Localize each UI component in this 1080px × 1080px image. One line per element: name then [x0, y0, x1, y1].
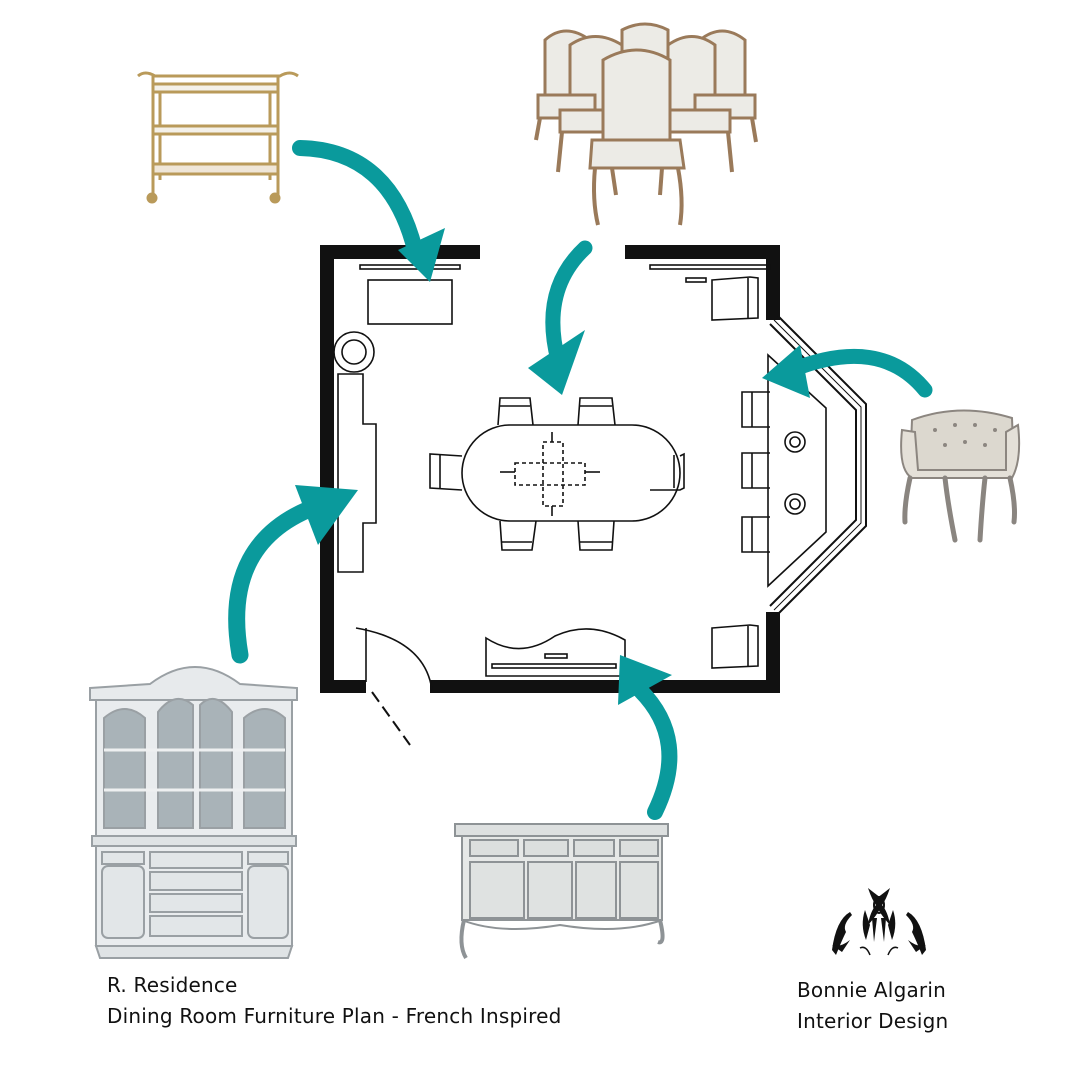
arrow-bar-cart — [292, 140, 445, 282]
walls — [320, 245, 780, 693]
door — [355, 627, 433, 746]
designer-name: Bonnie Algarin — [797, 978, 946, 1002]
bar-cart-image[interactable] — [137, 71, 299, 204]
china-hutch-image[interactable] — [89, 666, 298, 959]
plan-title: Dining Room Furniture Plan - French Insp… — [107, 1004, 562, 1028]
sideboard-image[interactable] — [454, 823, 669, 960]
plan-bar-cart — [367, 279, 453, 325]
project-caption: R. Residence Dining Room Furniture Plan … — [107, 970, 562, 1032]
tribal-ornament-logo — [832, 888, 926, 956]
plan-hutch — [337, 373, 377, 573]
arrow-hutch — [228, 485, 358, 664]
plan-sideboard — [485, 628, 626, 677]
armchair-image[interactable] — [900, 409, 1021, 543]
plan-table-leaf — [514, 441, 586, 507]
designer-tagline: Interior Design — [797, 1009, 949, 1033]
plan-dining-table — [461, 424, 681, 522]
plan-plant — [333, 331, 375, 373]
arrows — [228, 140, 933, 820]
arrow-dining-chairs — [528, 240, 593, 395]
dining-chairs-image[interactable] — [534, 22, 758, 226]
arrow-sideboard — [618, 655, 678, 820]
floor-plan — [320, 245, 867, 746]
brand-caption: Bonnie Algarin Interior Design — [797, 975, 948, 1037]
client-name: R. Residence — [107, 973, 238, 997]
plan-chairs — [429, 276, 770, 669]
arrow-armchair — [762, 345, 933, 398]
